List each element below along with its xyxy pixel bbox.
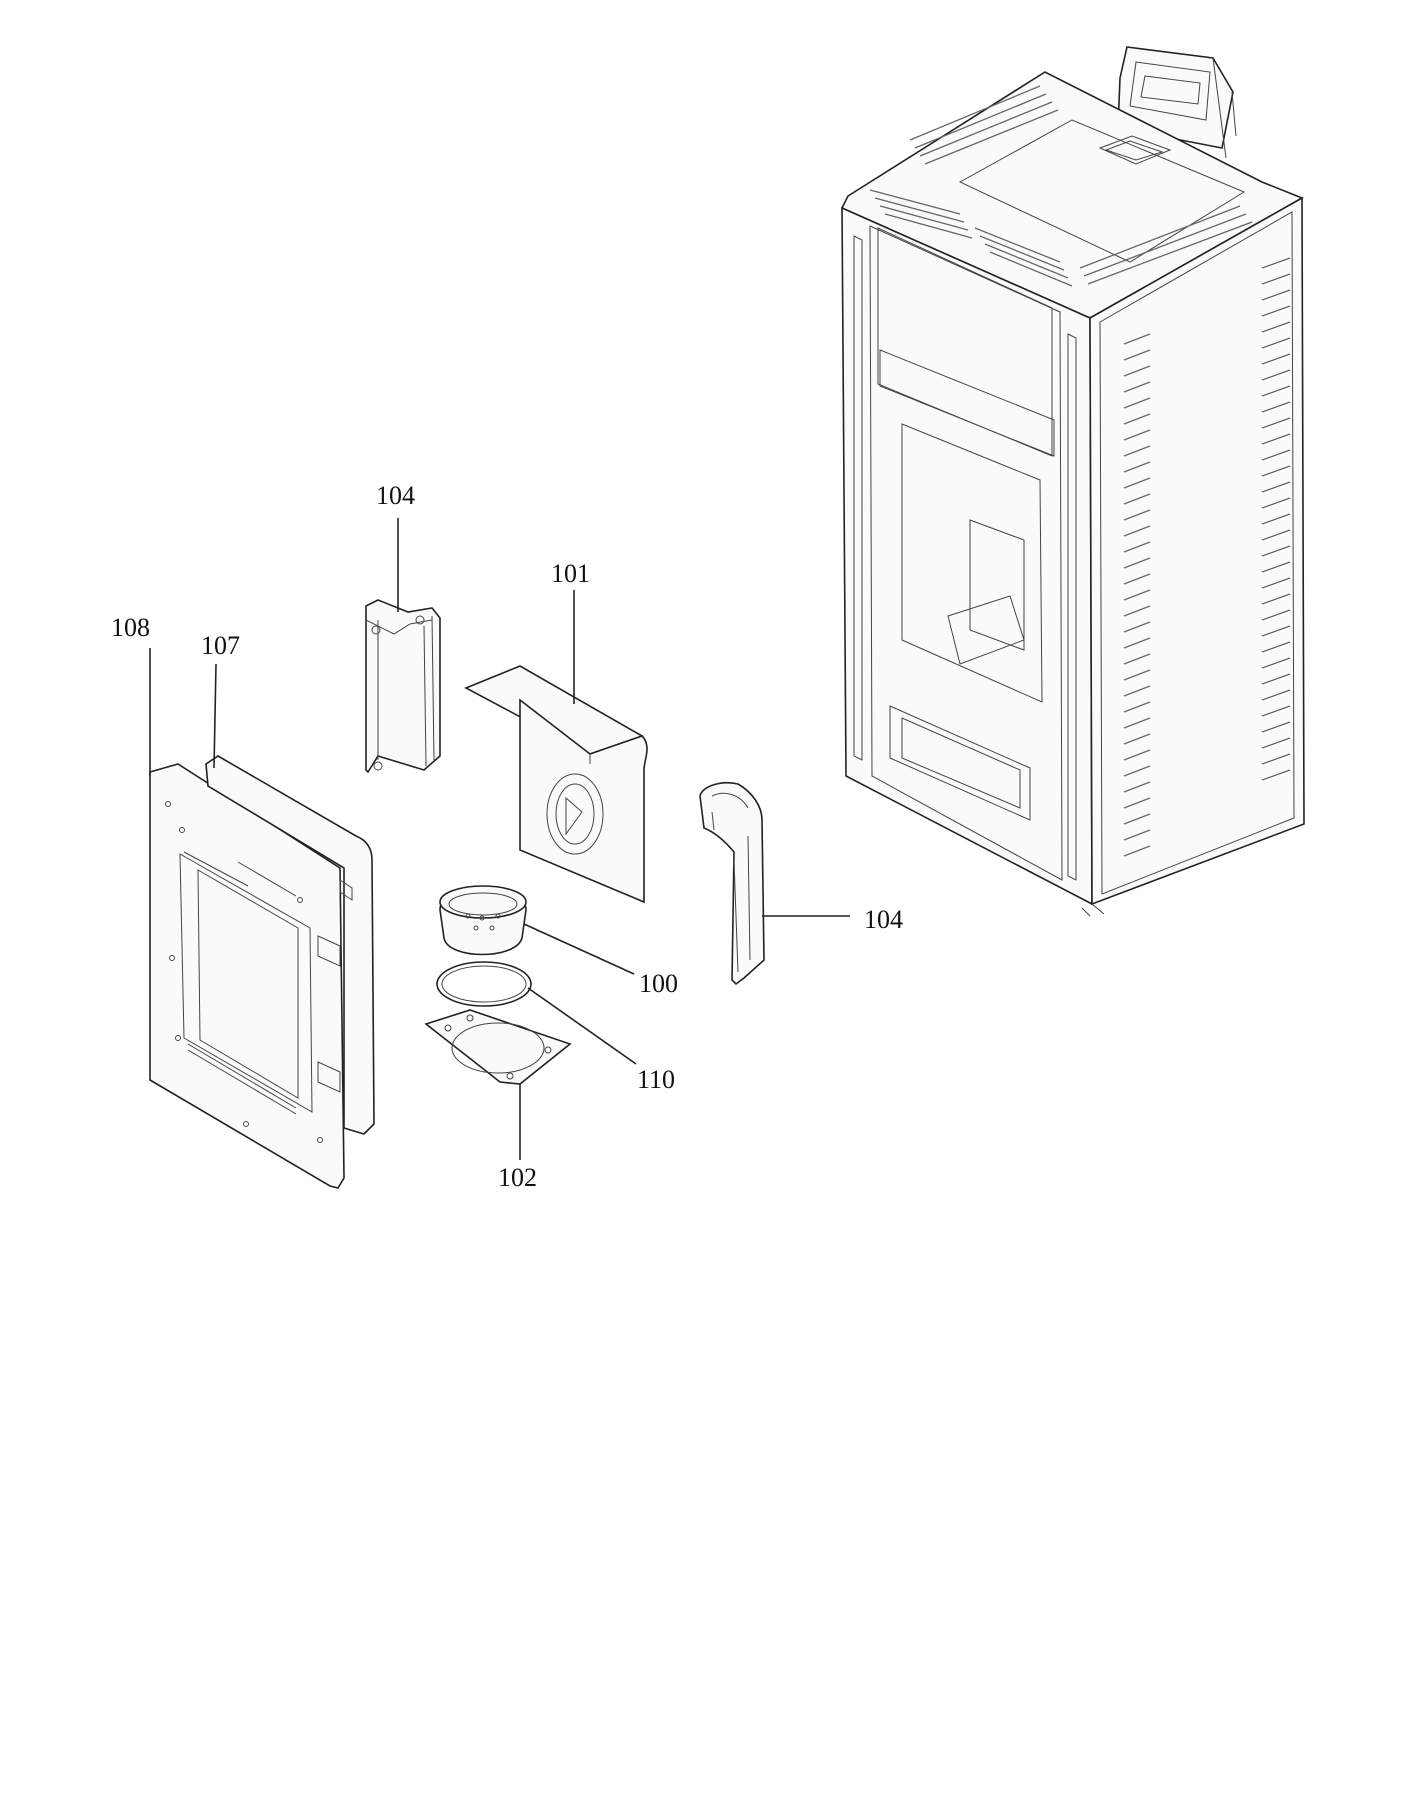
label-104-right: 104 <box>864 905 903 934</box>
leader-100 <box>523 923 635 975</box>
part-101-deflector-plate <box>464 665 648 904</box>
part-110-gasket-ring <box>436 961 532 1007</box>
part-104-left-bracket <box>365 599 441 774</box>
side-vent-grille <box>1123 257 1291 857</box>
part-100-burner-pot <box>439 885 527 956</box>
label-110: 110 <box>637 1065 675 1094</box>
label-104-top: 104 <box>376 481 415 510</box>
label-107: 107 <box>201 631 240 660</box>
part-108-rear-frame <box>149 763 345 1189</box>
label-108: 108 <box>111 613 150 642</box>
label-101: 101 <box>551 559 590 588</box>
part-labels: 104 101 108 107 100 110 102 104 <box>111 481 903 1192</box>
label-100: 100 <box>639 969 678 998</box>
leader-107 <box>213 663 217 769</box>
leader-lines <box>149 518 850 1160</box>
part-102-pot-base-plate <box>424 1009 572 1085</box>
part-104-right-bracket <box>699 781 765 986</box>
leader-110 <box>527 987 637 1065</box>
stove-body <box>840 46 1305 917</box>
part-107-back-panel <box>205 755 375 1135</box>
label-102: 102 <box>498 1163 537 1192</box>
